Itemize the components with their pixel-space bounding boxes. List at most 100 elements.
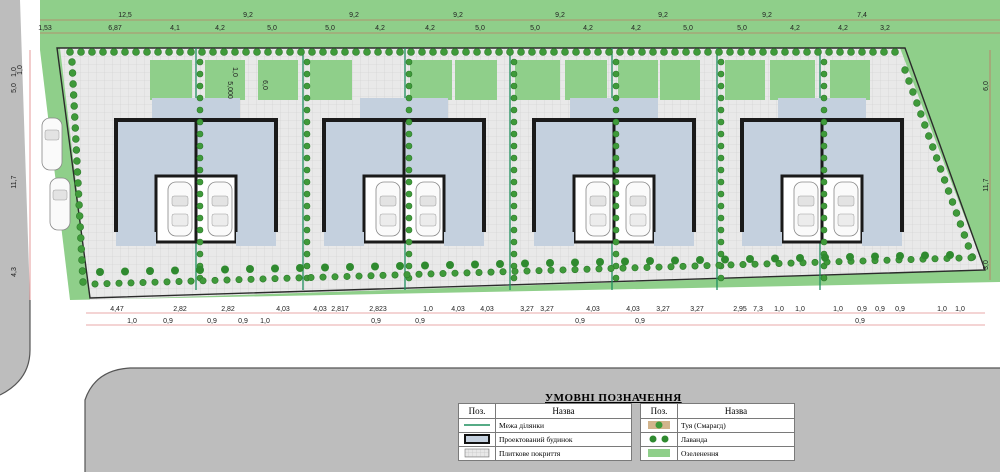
thuja-shrub	[331, 273, 339, 281]
boundary-line-icon	[458, 418, 496, 433]
thuja-shrub	[385, 48, 393, 56]
thuja-shrub	[932, 154, 941, 162]
thuja-shrub	[405, 190, 413, 198]
thuja-shrub	[303, 82, 311, 90]
legend-row: Плиткове покриття	[458, 446, 632, 461]
dimension-label: 4,2	[790, 25, 800, 32]
dimension-label: 3,27	[520, 306, 534, 313]
thuja-shrub	[439, 270, 447, 278]
thuja-shrub	[75, 212, 84, 220]
thuja-shrub	[631, 264, 639, 272]
thuja-shrub	[616, 48, 624, 56]
thuja-shrub	[559, 266, 567, 274]
thuja-shrub	[76, 223, 84, 231]
dimension-label: 3,2	[880, 25, 890, 32]
thuja-shrub	[643, 263, 651, 271]
dimension-label: 4,03	[586, 306, 600, 313]
thuja-shrub	[196, 154, 204, 162]
thuja-shrub	[612, 214, 620, 222]
thuja-shrub	[901, 66, 909, 74]
thuja-shrub	[803, 48, 811, 56]
thuja-shrub	[510, 58, 518, 66]
thuja-shrub	[510, 214, 518, 222]
dimension-label: 4,03	[276, 306, 290, 313]
thuja-shrub	[405, 130, 413, 138]
thuja-shrub	[535, 267, 543, 275]
lawn-patch	[150, 60, 192, 100]
dimension-label: 6,0	[261, 80, 268, 90]
thuja-shrub	[717, 202, 725, 210]
thuja-shrub	[199, 277, 207, 285]
dimension-label: 9,2	[658, 12, 668, 19]
lavender-shrub	[496, 260, 504, 268]
thuja-shrub	[187, 277, 195, 285]
thuja-shrub	[220, 48, 228, 56]
thuja-shrub	[196, 106, 204, 114]
thuja-shrub	[820, 130, 828, 138]
legend-item-name: Лаванда	[677, 432, 795, 447]
thuja-shrub	[931, 255, 939, 263]
car-windshield	[419, 195, 437, 207]
thuja-shrub	[811, 258, 819, 266]
thuja-shrub	[787, 259, 795, 267]
thuja-shrub	[605, 48, 613, 56]
lavender-shrub	[546, 259, 554, 267]
thuja-shrub	[693, 48, 701, 56]
car-roof	[379, 213, 397, 227]
thuja-shrub	[612, 58, 620, 66]
thuja-shrub	[612, 94, 620, 102]
thuja-shrub	[883, 256, 891, 264]
car	[415, 181, 441, 237]
thuja-shrub	[905, 77, 913, 85]
thuja-shrub	[571, 266, 579, 274]
thuja-shrub	[506, 48, 514, 56]
thuja-shrub	[510, 178, 518, 186]
thuja-shrub	[71, 113, 79, 121]
dimension-label: 5,000	[226, 81, 233, 99]
thuja-shrub	[427, 270, 435, 278]
lavender-shrub	[696, 256, 704, 264]
dimension-label: 9,2	[555, 12, 565, 19]
thuja-shrub	[71, 124, 80, 132]
thuja-shrub	[451, 48, 459, 56]
thuja-shrub	[952, 209, 961, 217]
dimension-label: 9,2	[453, 12, 463, 19]
thuja-shrub	[88, 48, 96, 56]
thuja-shrub	[451, 269, 459, 277]
thuja-shrub	[607, 265, 615, 273]
thuja-shrub	[418, 48, 426, 56]
lavender-shrub	[671, 256, 679, 265]
dimension-label: 1,0	[231, 67, 238, 77]
dimension-label: 7,3	[753, 306, 763, 313]
house-porch	[152, 98, 240, 120]
car-body	[207, 181, 233, 237]
thuja-shrub	[717, 58, 725, 66]
dimension-label: 1,0	[955, 306, 965, 313]
dimension-label: 1,0	[937, 306, 947, 313]
thuja-shrub	[297, 48, 305, 56]
lavender-shrub	[446, 261, 454, 269]
thuja-shrub	[510, 250, 518, 258]
thuja-shrub	[921, 121, 929, 129]
shrubs-layer	[66, 48, 977, 288]
lavender-shrub	[421, 261, 429, 270]
lavender-shrub	[846, 253, 854, 261]
car-windshield	[837, 195, 855, 207]
dimension-label: 4,2	[425, 25, 435, 32]
thuja-shrub	[196, 226, 204, 234]
thuja-shrub	[561, 48, 569, 56]
legend-header-row: Поз. Назва	[640, 403, 795, 419]
thuja-shrub	[499, 268, 507, 276]
thuja-shrub	[405, 154, 413, 162]
thuja-shrub	[671, 48, 679, 56]
thuja-shrub	[319, 48, 327, 56]
thuja-shrub	[717, 70, 725, 78]
thuja-shrub	[253, 48, 261, 56]
thuja-shrub	[510, 142, 518, 150]
thuja-shrub	[679, 262, 687, 270]
house-entry	[324, 232, 364, 246]
thuja-shrub	[944, 187, 953, 195]
thuja-shrub	[72, 146, 81, 154]
thuja-shrub	[303, 202, 311, 210]
